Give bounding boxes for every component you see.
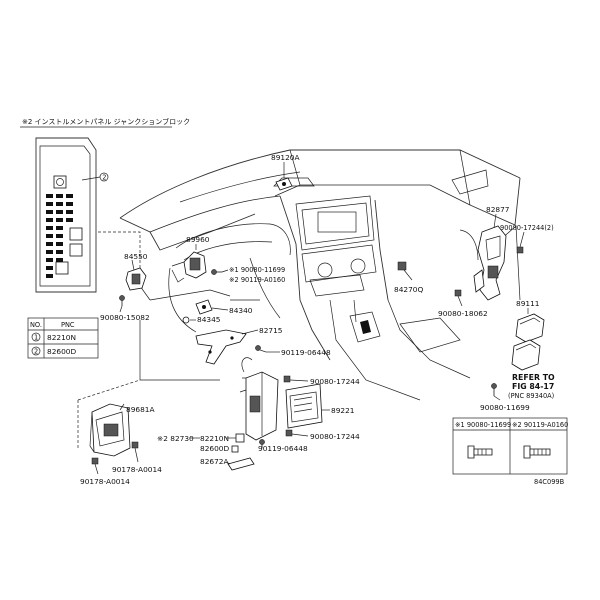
leader-82672A — [225, 461, 231, 465]
label-90119-06448-b: 90119-06448 — [258, 444, 308, 453]
label-90080-17244-b: 90080-17244 — [310, 432, 360, 441]
label-90080-11699-b: 90080-11699 — [480, 403, 530, 412]
part-84345 — [182, 316, 190, 324]
label-84270Q: 84270Q — [394, 285, 424, 294]
leader-82730 — [241, 357, 253, 373]
label-82877: 82877 — [486, 205, 510, 214]
junction-block-title: ※2 インストルメントパネル ジャンクションブロック — [22, 117, 190, 126]
clip-90080-17244-b — [285, 429, 293, 437]
leader-90080-11699-a — [221, 269, 229, 273]
pnc-table-row-1-no: 1 — [34, 334, 38, 342]
pnc-table-row-2-no: 2 — [34, 348, 38, 356]
label-82210N: 82210N — [200, 434, 229, 443]
screw-90119-06448-b — [259, 439, 265, 448]
pnc-table-row-1-pnc: 82210N — [47, 333, 76, 342]
label-90080-17244-a: 90080-17244 — [310, 377, 360, 386]
figure-id: 84C099B — [534, 478, 565, 486]
refer-note-line-1: REFER TO — [512, 373, 555, 382]
label-89221: 89221 — [331, 406, 355, 415]
leader-84340 — [211, 307, 229, 311]
part-84550 — [125, 267, 147, 291]
label-90178-A0014-a: 90178-A0014 — [112, 465, 162, 474]
pnc-table-row-2-pnc: 82600D — [47, 347, 77, 356]
leader-84270Q — [403, 269, 413, 281]
part-84270Q — [397, 261, 407, 271]
part-89120A — [275, 177, 293, 191]
part-82730 — [239, 371, 279, 441]
leader-90080-15082 — [119, 305, 123, 313]
leader-89681A — [119, 403, 125, 411]
pnc-table — [27, 317, 99, 359]
screw-90080-15082 — [119, 295, 125, 306]
label-89960: 89960 — [186, 235, 210, 244]
clip-90178-A0014-b — [91, 457, 99, 465]
leader-90178-A0014-b — [94, 463, 99, 475]
label-90178-A0014-b: 90178-A0014 — [80, 477, 130, 486]
label-90080-11699-a: ※1 90080-11699 — [229, 266, 285, 274]
dashboard-outline — [119, 149, 521, 401]
leader-82715 — [241, 329, 259, 335]
screw-90080-11699-b — [491, 383, 497, 396]
bolt-legend-table — [452, 417, 568, 475]
label-84340: 84340 — [229, 306, 253, 315]
pnc-table-header-pnc: PNC — [61, 321, 75, 329]
leader-90080-17244-b — [291, 433, 309, 437]
label-90119-A0160-a: ※2 90119-A0160 — [229, 276, 285, 284]
part-82210N — [235, 433, 245, 443]
label-84550: 84550 — [124, 252, 148, 261]
label-90080-17244-2: 90080-17244(2) — [500, 224, 554, 232]
leader-90080-18062 — [457, 295, 463, 307]
label-90080-18062: 90080-18062 — [438, 309, 488, 318]
part-89221 — [285, 383, 323, 429]
leader-82877 — [493, 213, 497, 229]
label-90119-06448-a: 90119-06448 — [281, 348, 331, 357]
part-89111 — [511, 313, 545, 371]
part-82672A — [227, 457, 255, 471]
leader-90080-17244-a — [289, 379, 309, 382]
label-89120A: 89120A — [271, 153, 300, 162]
part-89960 — [171, 251, 207, 283]
label-90080-15082: 90080-15082 — [100, 313, 150, 322]
clip-90080-17244-2 — [516, 246, 524, 254]
legend-label-1: ※1 90080-11699 — [455, 421, 511, 429]
clip-90080-17244-a — [283, 375, 291, 383]
legend-label-2: ※2 90119-A0160 — [512, 421, 568, 429]
part-82600D — [231, 445, 239, 453]
bolt-icon-2 — [523, 445, 551, 459]
label-82600D: 82600D — [200, 444, 230, 453]
leader-89681A-dash-2 — [77, 379, 141, 401]
label-82730: ※2 82730 — [157, 434, 194, 443]
screw-90080-11699-a — [211, 269, 222, 275]
bolt-icon-1 — [467, 445, 493, 459]
junction-block-callout: 2 — [102, 174, 106, 182]
part-89681A — [89, 403, 131, 457]
junction-block-drawing — [35, 137, 109, 293]
clip-90080-18062 — [454, 289, 462, 297]
screw-90119-06448-a — [255, 345, 267, 353]
refer-note-line-3: (PNC 89340A) — [508, 392, 554, 400]
label-89111: 89111 — [516, 299, 540, 308]
part-82877 — [473, 225, 507, 301]
label-82672A: 82672A — [200, 457, 229, 466]
leader-90080-17244-2 — [519, 231, 525, 248]
pnc-table-header-no: NO. — [30, 321, 42, 329]
leader-90178-A0014-a — [134, 447, 139, 463]
leader-84550 — [131, 259, 135, 271]
label-82715: 82715 — [259, 326, 283, 335]
label-84345: 84345 — [197, 315, 221, 324]
refer-note-line-2: FIG 84-17 — [512, 382, 554, 391]
leader-90080-11699-b — [493, 395, 501, 401]
part-84340 — [195, 299, 213, 315]
clip-90178-A0014-a — [131, 441, 139, 449]
part-82715 — [195, 329, 247, 365]
label-89681A: 89681A — [126, 405, 155, 414]
